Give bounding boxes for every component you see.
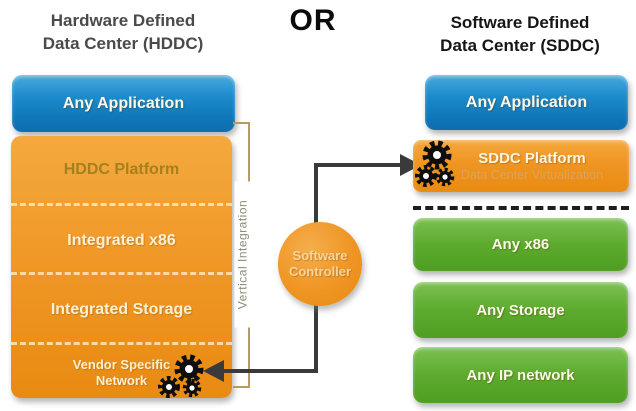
hddc-title: Hardware Defined Data Center (HDDC) bbox=[6, 9, 240, 55]
vertical-integration-label: Vertical Integration bbox=[234, 181, 252, 328]
sddc-any-storage-label: Any Storage bbox=[476, 301, 565, 319]
sddc-any-x86-box: Any x86 bbox=[413, 218, 628, 271]
sddc-separator-dashed-line bbox=[413, 206, 629, 210]
arrow-to-vendor-network-segment bbox=[223, 369, 318, 373]
software-controller-circle: Software Controller bbox=[278, 222, 362, 306]
sddc-any-ip-network-label: Any IP network bbox=[466, 366, 575, 384]
vertical-integration-bracket-bottom-tick bbox=[233, 386, 250, 388]
hddc-vendor-network-label: Vendor Specific Network bbox=[32, 357, 212, 389]
software-controller-line2: Controller bbox=[288, 264, 352, 279]
hddc-integrated-x86-label: Integrated x86 bbox=[67, 231, 176, 249]
hddc-integrated-storage-label: Integrated Storage bbox=[50, 301, 193, 318]
hddc-vendor-network-line2: Network bbox=[95, 373, 148, 388]
sddc-any-ip-network-box: Any IP network bbox=[413, 347, 628, 403]
sddc-any-application-label: Any Application bbox=[465, 93, 588, 111]
arrow-to-vendor-network-head-icon bbox=[203, 360, 224, 382]
gear-icon bbox=[415, 140, 455, 187]
hddc-vendor-network-row: Vendor Specific Network bbox=[11, 342, 232, 401]
hddc-integrated-x86-row: Integrated x86 bbox=[11, 203, 232, 275]
software-controller-line1: Software bbox=[292, 248, 348, 263]
hddc-platform-label: HDDC Platform bbox=[63, 160, 180, 178]
hddc-integrated-storage-row: Integrated Storage bbox=[11, 272, 232, 345]
sddc-title-line2: Data Center (SDDC) bbox=[440, 36, 600, 55]
vertical-integration-bracket-top-tick bbox=[233, 122, 250, 124]
hddc-title-line1: Hardware Defined bbox=[50, 11, 196, 30]
sddc-title: Software Defined Data Center (SDDC) bbox=[403, 11, 636, 57]
sddc-any-x86-label: Any x86 bbox=[491, 236, 550, 253]
sddc-platform-subtitle: Data Center Virtualization bbox=[460, 168, 604, 182]
hddc-any-application-label: Any Application bbox=[62, 94, 185, 112]
sddc-any-storage-box: Any Storage bbox=[413, 282, 628, 338]
or-label: OR bbox=[289, 4, 337, 37]
hddc-any-application-box: Any Application bbox=[12, 75, 235, 132]
arrow-to-sddc-platform-segment bbox=[314, 163, 403, 167]
gear-icon bbox=[158, 354, 204, 398]
sddc-platform-label: SDDC Platform bbox=[478, 150, 586, 167]
hddc-vendor-network-line1: Vendor Specific bbox=[72, 357, 171, 372]
hddc-platform-row: HDDC Platform bbox=[11, 136, 232, 203]
hddc-title-line2: Data Center (HDDC) bbox=[42, 34, 204, 53]
sddc-title-line1: Software Defined bbox=[450, 13, 590, 32]
hddc-stack-box: HDDC Platform Integrated x86 Integrated … bbox=[11, 136, 232, 398]
sddc-any-application-box: Any Application bbox=[425, 75, 628, 130]
